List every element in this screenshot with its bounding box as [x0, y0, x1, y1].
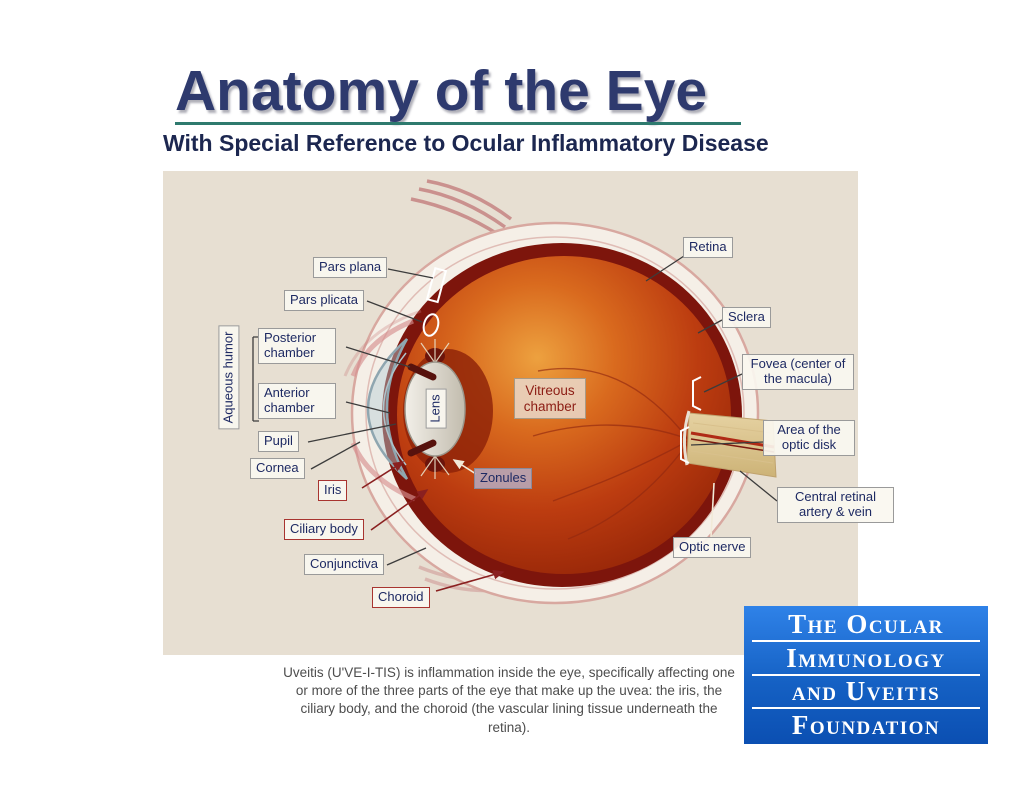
leader-anterior-chamber: [345, 401, 391, 414]
label-fovea: Fovea (center of the macula): [742, 354, 854, 390]
label-pars-plicata: Pars plicata: [284, 290, 364, 311]
leader-lines: [252, 255, 778, 566]
optic-disk-marker: [680, 426, 690, 464]
leader-pars-plicata: [366, 300, 423, 323]
label-zonules: Zonules: [474, 468, 533, 489]
leader-pupil: [307, 423, 397, 443]
logo-line-2: Immunology: [752, 643, 980, 676]
eye-diagram-panel: Pars plana Pars plicata Posterior chambe…: [163, 171, 894, 655]
label-pars-plana: Pars plana: [313, 257, 388, 278]
label-conjunctiva: Conjunctiva: [304, 554, 384, 575]
title-underline-rule: [175, 122, 741, 125]
optic-disc-rim: [682, 410, 691, 466]
page-subtitle: With Special Reference to Ocular Inflamm…: [163, 130, 769, 156]
leader-central-retinal: [739, 470, 778, 502]
label-sclera: Sclera: [722, 307, 771, 328]
leader-posterior-chamber: [345, 346, 411, 368]
page-title: Anatomy of the Eye: [175, 59, 708, 123]
anterior-chamber-arc: [382, 352, 407, 466]
leader-ciliary-body: [370, 489, 429, 531]
fovea-marker: [692, 376, 702, 411]
leader-optic-nerve: [710, 482, 715, 538]
label-ciliary-body: Ciliary body: [284, 519, 364, 540]
leader-sclera: [697, 319, 723, 334]
label-iris: Iris: [318, 480, 348, 501]
logo-line-4: Foundation: [791, 709, 941, 740]
label-cornea: Cornea: [250, 458, 305, 479]
label-lens: Lens: [425, 388, 447, 429]
label-pupil: Pupil: [258, 431, 299, 452]
leader-retina: [645, 255, 685, 282]
sclera-inner-ring: [365, 236, 745, 590]
leader-choroid: [435, 570, 505, 592]
leader-cornea: [310, 441, 361, 470]
central-retinal-artery: [690, 431, 775, 449]
label-retina: Retina: [683, 237, 733, 258]
leader-lines-red: [361, 461, 505, 592]
label-anterior-chamber: Anterior chamber: [258, 383, 336, 419]
region-markers: [422, 267, 702, 464]
conjunctiva-tissue: [343, 309, 422, 502]
pars-plicata-marker: [422, 313, 440, 337]
leader-pars-plana: [387, 268, 434, 279]
leader-lines-white: [452, 459, 715, 538]
cornea: [366, 338, 409, 480]
label-posterior-chamber: Posterior chamber: [258, 328, 336, 364]
label-aqueous-humor: Aqueous humor: [218, 325, 240, 430]
label-choroid: Choroid: [372, 587, 430, 608]
iris-edges: [407, 363, 437, 457]
label-vitreous-chamber: Vitreous chamber: [514, 378, 586, 420]
retinal-vessels: [532, 367, 689, 540]
foundation-logo: The Ocular Immunology and Uveitis Founda…: [744, 606, 988, 744]
logo-line-1: The Ocular: [752, 609, 980, 643]
leader-optic-disk: [690, 441, 764, 446]
leader-conjunctiva: [386, 547, 427, 566]
leader-iris: [361, 461, 405, 489]
uveitis-caption: Uveitis (U'VE-I-TIS) is inflammation ins…: [283, 665, 735, 735]
central-retinal-vein: [690, 438, 775, 453]
optic-nerve: [682, 410, 777, 478]
zonule-fibers: [420, 339, 450, 479]
leader-zonules: [452, 459, 477, 475]
pars-plana-marker: [425, 267, 448, 304]
leader-fovea: [703, 373, 743, 393]
label-optic-nerve: Optic nerve: [673, 537, 752, 558]
label-optic-disk: Area of the optic disk: [763, 420, 855, 456]
label-central-retinal: Central retinal artery & vein: [777, 487, 894, 523]
logo-line-3: and Uveitis: [752, 676, 980, 710]
